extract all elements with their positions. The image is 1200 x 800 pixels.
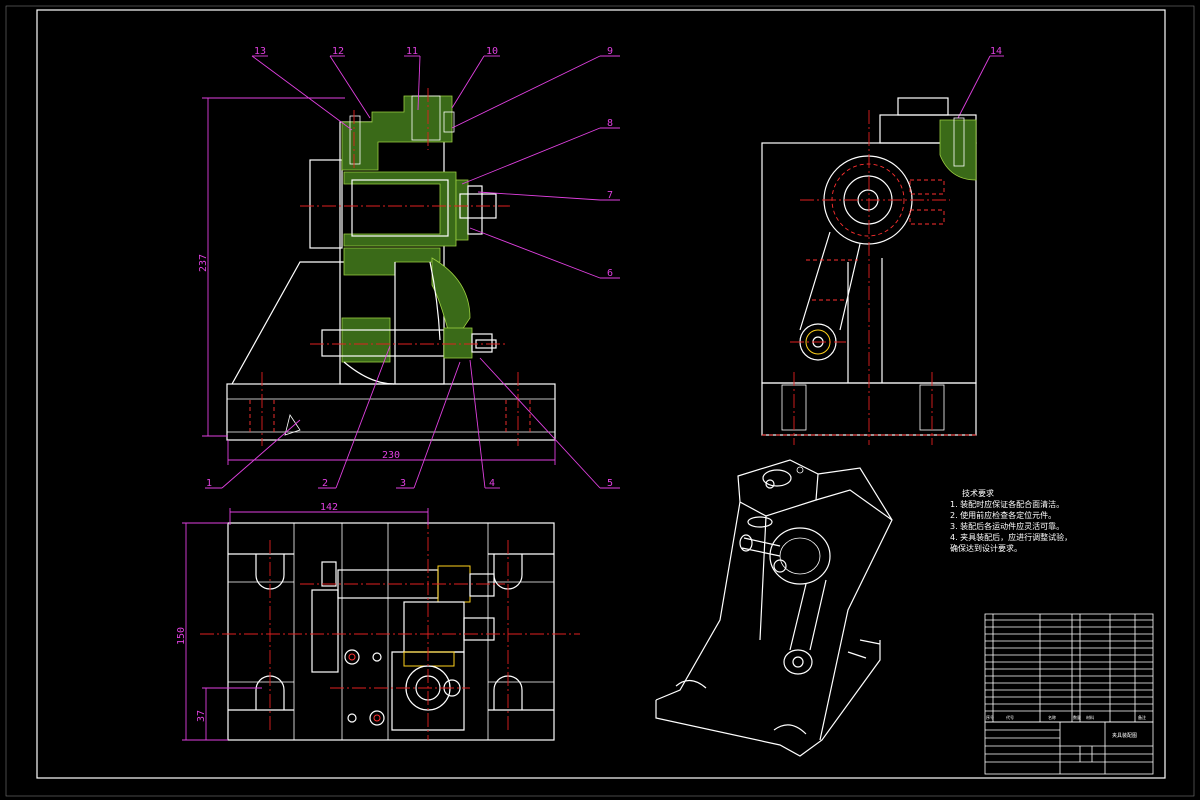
drawing-name: 夹具装配图 [1112,732,1137,739]
bom-header-code: 代号 [1006,714,1014,720]
note-line-1: 1. 装配时应保证各配合面清洁。 [950,499,1064,509]
note-line-5: 确保达到设计要求。 [950,543,1022,553]
balloon-14: 14 [990,46,1002,57]
top-view [200,515,580,741]
isometric-view [655,459,893,757]
bom-header-qty: 数量 [1073,714,1081,720]
technical-notes: 技术要求 1. 装配时应保证各配合面清洁。 2. 使用前应检查各定位元件。 3.… [950,488,1072,553]
balloon-leaders [205,55,1004,489]
balloon-8: 8 [607,118,613,129]
dim-width-front: 230 [382,450,400,461]
bom-table: 序号 代号 名称 数量 材料 备注 [984,613,1154,723]
bom-header-name: 名称 [1048,714,1056,720]
front-dimensions: 237 230 [198,97,556,465]
notes-title: 技术要求 [962,488,994,498]
balloon-11: 11 [406,46,418,57]
dim-height-front: 237 [198,254,209,272]
note-line-3: 3. 装配后各运动件应灵活可靠。 [950,521,1064,531]
side-view [761,97,977,445]
balloon-1: 1 [206,478,212,489]
dim-small-top: 37 [196,710,207,722]
bom-header-no: 序号 [986,714,994,720]
drawing-border [36,9,1166,779]
balloon-9: 9 [607,46,613,57]
balloon-13: 13 [254,46,266,57]
top-dimensions: 142 150 37 [176,502,429,741]
balloon-4: 4 [489,478,495,489]
bom-header-remark: 备注 [1138,714,1146,720]
note-line-4: 4. 夹具装配后，应进行调整试验， [950,532,1072,542]
bom-header-material: 材料 [1086,714,1094,720]
title-block: 夹具装配图 [984,721,1154,775]
dim-width-top: 142 [320,502,338,513]
dim-height-top: 150 [176,627,187,645]
sheet-edge [5,5,1195,797]
front-view [226,88,556,446]
balloon-6: 6 [607,268,613,279]
balloon-7: 7 [607,190,613,201]
balloon-5: 5 [607,478,613,489]
balloon-3: 3 [400,478,406,489]
balloon-labels: 1 2 3 4 5 6 7 8 9 10 11 12 13 14 [206,46,1002,489]
balloon-10: 10 [486,46,498,57]
balloon-2: 2 [322,478,328,489]
balloon-12: 12 [332,46,344,57]
note-line-2: 2. 使用前应检查各定位元件。 [950,510,1056,520]
